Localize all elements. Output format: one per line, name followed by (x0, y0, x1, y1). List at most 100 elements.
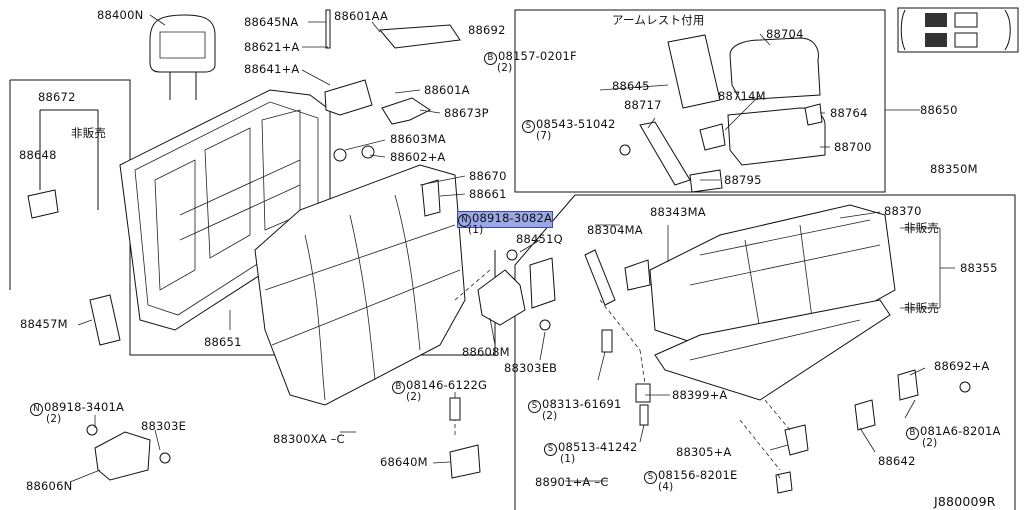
lever-88304ma-part (584, 249, 616, 306)
label-88621a[interactable]: 88621+A (244, 40, 300, 54)
label-08157-0201f-text: 08157-0201F (498, 49, 577, 63)
label-88692a[interactable]: 88692+A (934, 359, 990, 373)
bracket-88648-part (27, 189, 59, 219)
label-88350m[interactable]: 88350M (930, 162, 978, 176)
label-88451q[interactable]: 88451Q (516, 232, 563, 246)
label-88670[interactable]: 88670 (469, 169, 507, 183)
label-88692[interactable]: 88692 (468, 23, 506, 37)
label-88606n[interactable]: 88606N (26, 479, 73, 493)
seatback-cushion-part (254, 164, 466, 406)
label-88303eb[interactable]: 88303EB (504, 361, 558, 375)
mark-s: S (522, 120, 535, 133)
label-88673p[interactable]: 88673P (444, 106, 489, 120)
headrest-part (149, 14, 216, 100)
label-88400n[interactable]: 88400N (97, 8, 144, 22)
mark-n2: N (30, 403, 43, 416)
label-88305a[interactable]: 88305+A (676, 445, 732, 459)
label-08918-3401a-text: 08918-3401A (44, 400, 125, 414)
bracket-88642-part (854, 369, 971, 431)
label-88672[interactable]: 88672 (38, 90, 76, 104)
label-88650[interactable]: 88650 (920, 103, 958, 117)
mark-s4: S (644, 471, 657, 484)
label-88343ma[interactable]: 88343MA (650, 205, 706, 219)
label-88355[interactable]: 88355 (960, 261, 998, 275)
label-88795[interactable]: 88795 (724, 173, 762, 187)
diagram-code: J880009R (934, 494, 996, 509)
leader-lines (39, 14, 955, 483)
cover-88673p-part (381, 97, 431, 125)
mark-b3: B (906, 427, 919, 440)
label-88641a[interactable]: 88641+A (244, 62, 300, 76)
label-081a6-text: 081A6-8201A (920, 424, 1001, 438)
mark-n: N (458, 214, 471, 227)
label-88608m[interactable]: 88608M (462, 345, 510, 359)
label-hanbai-a: 非販売 (71, 126, 107, 140)
label-68640m[interactable]: 68640M (380, 455, 428, 469)
label-88370[interactable]: 88370 (884, 204, 922, 218)
cushion-group-frame (575, 194, 1016, 510)
label-88642[interactable]: 88642 (878, 454, 916, 468)
label-88764[interactable]: 88764 (830, 106, 868, 120)
clip-68640m-part (449, 397, 481, 479)
label-hanbai-c: 非販売 (904, 301, 940, 315)
bolt-88645na-part (325, 9, 331, 49)
label-88651[interactable]: 88651 (204, 335, 242, 349)
label-88602a[interactable]: 88602+A (390, 150, 446, 164)
label-88901a-text: 88901+A (535, 475, 591, 489)
armrest-group-box (514, 9, 886, 193)
bracket-88661-part (421, 179, 441, 217)
label-88661[interactable]: 88661 (469, 187, 507, 201)
label-08918-3401a-qty: (2) (46, 413, 62, 425)
arrow-c2: C (600, 475, 609, 489)
label-08918-3082a-text: 08918-3082A (472, 211, 553, 225)
label-08513-qty: (1) (560, 453, 576, 465)
label-08543-qty: (7) (536, 130, 552, 142)
label-08146-text: 08146-6122G (406, 378, 488, 392)
label-hanbai-b: 非販売 (904, 221, 940, 235)
label-88603ma[interactable]: 88603MA (390, 132, 446, 146)
armrest-parts (619, 34, 826, 193)
cover-88457m-part (89, 294, 121, 346)
bracket-88305a-part (784, 424, 809, 456)
label-88601a[interactable]: 88601A (424, 83, 470, 97)
label-08513-text: 08513-41242 (558, 440, 638, 454)
label-08156-qty: (4) (658, 481, 674, 493)
vehicle-locator-icon (897, 7, 1019, 53)
mark-s2: S (528, 400, 541, 413)
label-88714m[interactable]: 88714M (718, 89, 766, 103)
label-88601aa[interactable]: 88601AA (334, 9, 389, 23)
panel-88692-part (378, 24, 461, 49)
bracket-88343ma-part (624, 259, 651, 291)
label-88304ma[interactable]: 88304MA (587, 223, 643, 237)
label-88300xa[interactable]: 88300XA –C (273, 432, 345, 446)
label-88700[interactable]: 88700 (834, 140, 872, 154)
bracket-88641a-part (324, 79, 373, 116)
label-88704[interactable]: 88704 (766, 27, 804, 41)
seat-cushion-part (649, 204, 896, 401)
label-88645na[interactable]: 88645NA (244, 15, 299, 29)
label-08146-qty: (2) (406, 391, 422, 403)
bracket-88606n-part (86, 424, 171, 481)
label-88648[interactable]: 88648 (19, 148, 57, 162)
label-88645[interactable]: 88645 (612, 79, 650, 93)
label-88901a[interactable]: 88901+A –C (535, 475, 609, 489)
label-armrest-title: アームレスト付用 (612, 13, 705, 27)
label-88303e[interactable]: 88303E (141, 419, 187, 433)
label-88457m[interactable]: 88457M (20, 317, 68, 331)
label-08543-text: 08543-51042 (536, 117, 616, 131)
hinge-88608m-part (477, 249, 556, 331)
label-08313-text: 08313-61691 (542, 397, 622, 411)
label-88717[interactable]: 88717 (624, 98, 662, 112)
label-88399a[interactable]: 88399+A (672, 388, 728, 402)
